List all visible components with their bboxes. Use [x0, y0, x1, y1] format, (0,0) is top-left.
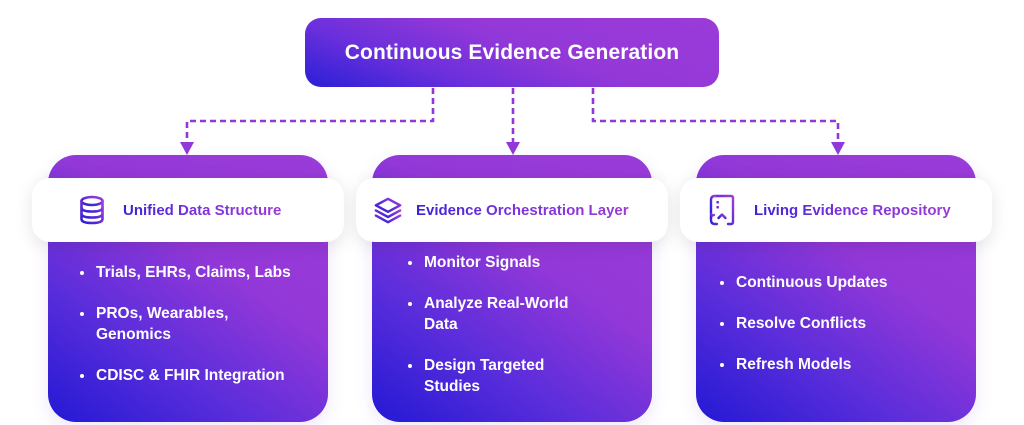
bullet-list-unified-data-structure: Trials, EHRs, Claims, Labs PROs, Wearabl… [80, 262, 320, 406]
arrowhead-middle [506, 142, 520, 155]
list-item: Resolve Conflicts [720, 313, 960, 334]
list-item: Analyze Real-World Data [408, 293, 598, 335]
repository-upload-icon [708, 194, 736, 226]
list-item: Refresh Models [720, 354, 960, 375]
connector-left [185, 88, 435, 143]
list-item: PROs, Wearables, Genomics [80, 303, 260, 345]
card-header-living-evidence-repository: Living Evidence Repository [680, 178, 992, 242]
card-title: Living Evidence Repository [754, 201, 951, 219]
list-item: Continuous Updates [720, 272, 960, 293]
list-item: CDISC & FHIR Integration [80, 365, 320, 386]
arrowhead-right [831, 142, 845, 155]
arrowhead-left [180, 142, 194, 155]
card-header-unified-data-structure: Unified Data Structure [32, 178, 344, 242]
bullet-list-evidence-orchestration-layer: Monitor Signals Analyze Real-World Data … [408, 252, 628, 417]
bullet-list-living-evidence-repository: Continuous Updates Resolve Conflicts Ref… [720, 272, 960, 395]
database-icon [78, 195, 106, 225]
card-header-evidence-orchestration-layer: Evidence Orchestration Layer [356, 178, 668, 242]
root-title: Continuous Evidence Generation [344, 40, 680, 64]
list-item: Design Targeted Studies [408, 355, 578, 397]
connector-right [591, 88, 840, 143]
layers-icon [374, 195, 402, 225]
list-item: Trials, EHRs, Claims, Labs [80, 262, 320, 283]
list-item: Monitor Signals [408, 252, 628, 273]
card-title: Unified Data Structure [123, 201, 282, 219]
card-title: Evidence Orchestration Layer [416, 201, 629, 219]
root-node: Continuous Evidence Generation [305, 18, 719, 87]
